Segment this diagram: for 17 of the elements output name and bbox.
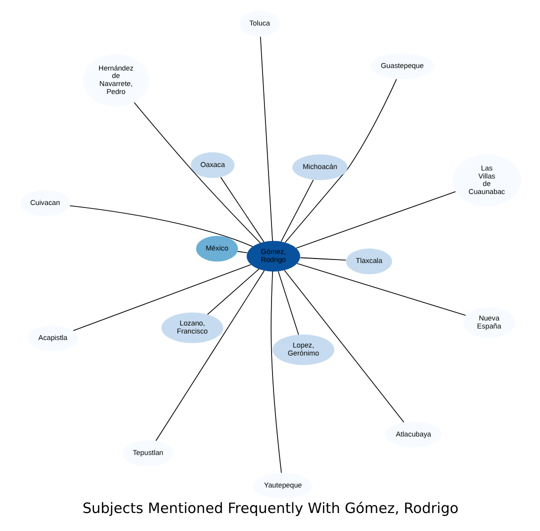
connector xyxy=(72,264,251,332)
connector xyxy=(299,257,346,261)
connector xyxy=(277,270,298,336)
connector xyxy=(284,270,404,423)
connector xyxy=(236,251,248,254)
connector xyxy=(296,263,466,316)
connector xyxy=(155,270,264,442)
connector xyxy=(133,102,260,244)
connector xyxy=(284,78,396,243)
connector xyxy=(220,176,264,242)
connector xyxy=(260,36,272,242)
connector xyxy=(206,268,259,315)
diagram-title: Subjects Mentioned Frequently With Gómez, Rodrigo xyxy=(82,500,458,517)
connector xyxy=(69,205,253,247)
connector xyxy=(270,271,282,474)
connector xyxy=(280,180,314,242)
connector xyxy=(295,191,456,249)
